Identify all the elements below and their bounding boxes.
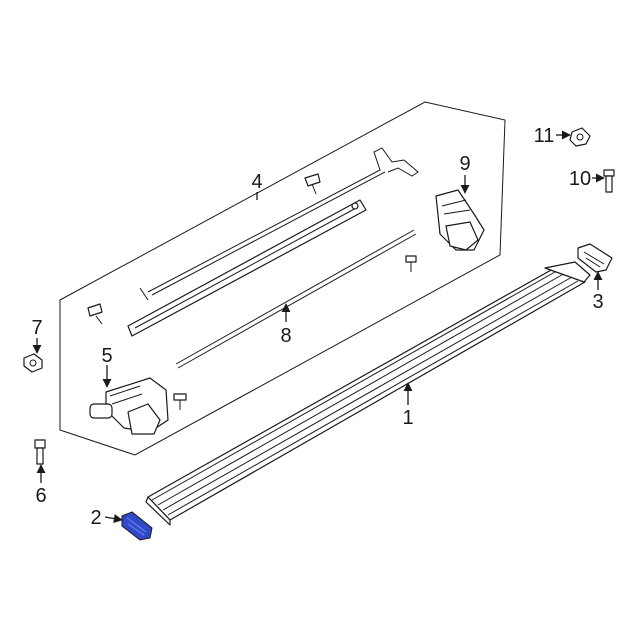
- bracket-rail[interactable]: [127, 199, 367, 337]
- screw-part-10[interactable]: [603, 169, 615, 193]
- callout-10: 10: [569, 168, 591, 190]
- nut[interactable]: [23, 353, 43, 373]
- clip-part-11[interactable]: [569, 127, 591, 147]
- callout-3: 3: [592, 291, 603, 313]
- bolt-kit-left[interactable]: [87, 303, 103, 325]
- motor-assembly[interactable]: [89, 377, 169, 435]
- callout-7: 7: [31, 317, 42, 339]
- bolt-kit-top[interactable]: [304, 173, 321, 195]
- callout-6: 6: [35, 485, 46, 507]
- callout-4: 4: [251, 171, 262, 193]
- callout-8: 8: [280, 325, 291, 347]
- leader-2: [104, 514, 123, 524]
- bolt[interactable]: [34, 439, 46, 465]
- running-board[interactable]: [145, 261, 591, 526]
- callout-2: 2: [90, 507, 101, 529]
- screw-kit-bottom[interactable]: [173, 393, 187, 410]
- screw-kit-mid[interactable]: [405, 255, 417, 272]
- hinge-bracket[interactable]: [435, 189, 485, 251]
- callout-1: 1: [402, 407, 413, 429]
- callout-9: 9: [459, 153, 470, 175]
- assembly-group-outline: [59, 101, 506, 456]
- callout-11: 11: [534, 125, 555, 147]
- end-cap[interactable]: [577, 243, 613, 273]
- highlighted-end-cap[interactable]: [121, 511, 153, 541]
- wire-harness[interactable]: [139, 147, 419, 301]
- control-cable[interactable]: [175, 229, 417, 369]
- callout-5: 5: [101, 345, 112, 367]
